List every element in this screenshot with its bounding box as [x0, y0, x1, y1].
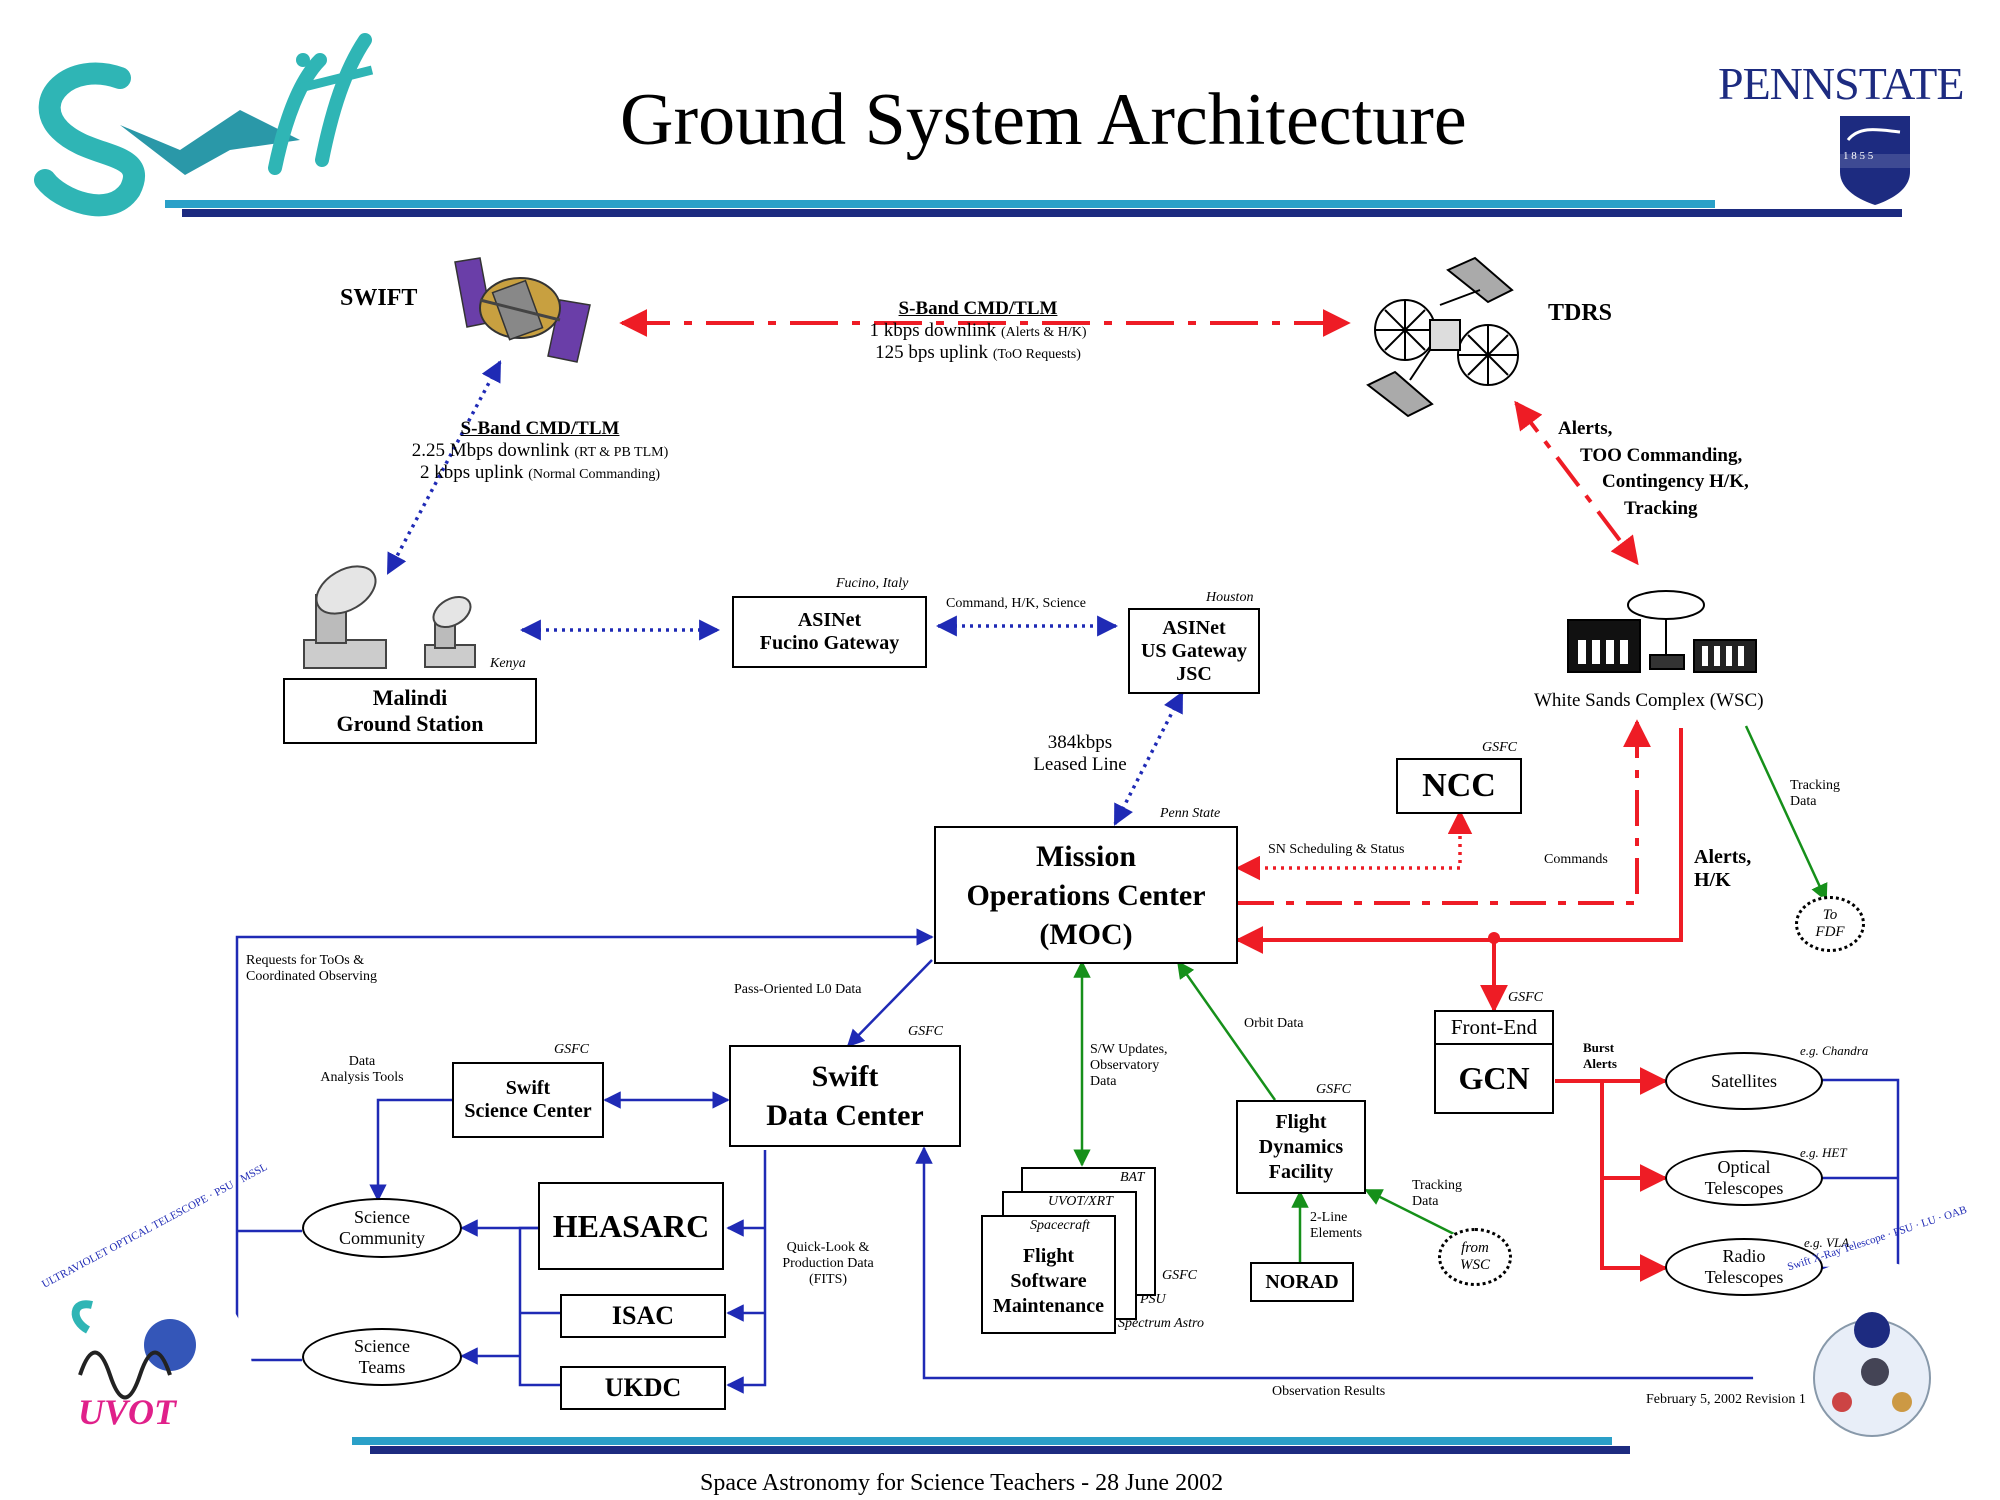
ncc-location: GSFC	[1482, 740, 1517, 755]
tdrs-wsc-label: Alerts, TOO Commanding, Contingency H/K,…	[1558, 418, 1749, 519]
frontend-label: Front-End	[1436, 1012, 1552, 1045]
swift-tdrs-link-label: S-Band CMD/TLM 1 kbps downlink (Alerts &…	[869, 298, 1087, 363]
link-tdrs-wsc	[1514, 400, 1639, 566]
requests-too-label: Requests for ToOs &Coordinated Observing	[246, 953, 378, 985]
link-sdc-archives	[726, 1150, 767, 1394]
link-fromwsc-fdf	[1364, 1188, 1463, 1240]
header-bar-teal	[165, 200, 1715, 208]
pennstate-shield	[1840, 116, 1910, 205]
satellites-node: Satellites	[1665, 1052, 1823, 1110]
revision-label: February 5, 2002 Revision 1	[1646, 1392, 1806, 1407]
gcn-label: GCN	[1458, 1060, 1530, 1096]
fsm-tab-uvotxrt: UVOT/XRT	[1048, 1194, 1113, 1209]
ncc-node: NCC	[1396, 758, 1522, 814]
header-bar-navy	[182, 209, 1902, 217]
orbit-data-label: Orbit Data	[1244, 1016, 1304, 1031]
eg-chandra-location: e.g. Chandra	[1800, 1043, 1869, 1058]
wsc-illustration	[1567, 590, 1757, 673]
fucino-jsc-link-label: Command, H/K, Science	[946, 596, 1086, 611]
fsm-tab-bat: BAT	[1120, 1170, 1145, 1185]
tdrs-label: TDRS	[1548, 300, 1613, 326]
link-wsc-fdf	[1744, 725, 1828, 902]
pass-oriented-label: Pass-Oriented L0 Data	[734, 982, 862, 997]
pennstate-wordmark: PENNSTATE	[1718, 58, 1964, 109]
kenya-location: Kenya	[490, 656, 526, 671]
swift-spacecraft-illustration	[454, 257, 591, 363]
fsm-gsfc-location: GSFC	[1162, 1268, 1197, 1283]
fsm-tab-spacecraft: Spacecraft	[1030, 1218, 1090, 1233]
page-footer: Space Astronomy for Science Teachers - 2…	[700, 1470, 1224, 1496]
fsm-spectrum-location: Spectrum Astro	[1118, 1316, 1204, 1331]
swift-ground-link-label: S-Band CMD/TLM 2.25 Mbps downlink (RT & …	[411, 418, 669, 483]
link-burst-radio	[1600, 1178, 1668, 1282]
heasarc-node: HEASARC	[538, 1182, 724, 1270]
fsm-page-spacecraft	[981, 1215, 1116, 1334]
eg-vla-location: e.g. VLA	[1804, 1235, 1850, 1250]
gcn-location: GSFC	[1508, 990, 1543, 1005]
xrt-logo	[1753, 1260, 1983, 1490]
fsm-psu-location: PSU	[1140, 1292, 1166, 1307]
ukdc-node: UKDC	[560, 1366, 726, 1410]
link-jsc-moc	[1113, 691, 1184, 826]
fdf-location: GSFC	[1316, 1082, 1351, 1097]
pennstate-year: 1 8 5 5	[1843, 150, 1874, 162]
fucino-location: Fucino, Italy	[836, 576, 909, 591]
link-wsc-moc-alerts	[1235, 728, 1683, 954]
link-ncc-moc	[1235, 809, 1473, 881]
alerts-hk-label: Alerts,H/K	[1694, 846, 1752, 891]
junction-dot	[1488, 932, 1500, 944]
footer-bar-teal	[352, 1437, 1612, 1445]
gcn-node: Front-End GCN	[1434, 1010, 1554, 1114]
link-archives-teams	[518, 1226, 560, 1387]
link-ssc-community	[369, 1098, 452, 1202]
observation-results-label: Observation Results	[1272, 1384, 1386, 1399]
malindi-antennas-illustration	[303, 565, 476, 669]
swift-logo	[34, 33, 374, 217]
eg-het-location: e.g. HET	[1800, 1145, 1847, 1160]
ssc-location: GSFC	[554, 1042, 589, 1057]
link-moc-sdc	[846, 959, 933, 1048]
uvot-logo-name: UVOT	[78, 1392, 176, 1432]
isac-node: ISAC	[560, 1294, 726, 1338]
page-title: Ground System Architecture	[620, 79, 1467, 161]
houston-location: Houston	[1206, 590, 1254, 605]
uvot-logo	[28, 1260, 252, 1484]
link-requests-too	[235, 928, 934, 1231]
sn-scheduling-label: SN Scheduling & Status	[1268, 842, 1405, 857]
swift-label: SWIFT	[340, 285, 418, 311]
tdrs-spacecraft-illustration	[1366, 256, 1519, 418]
wsc-label: White Sands Complex (WSC)	[1534, 690, 1764, 711]
footer-bar-navy	[370, 1446, 1630, 1454]
link-burst-optical	[1600, 1081, 1668, 1192]
sdc-location: GSFC	[908, 1024, 943, 1039]
commands-label: Commands	[1544, 852, 1608, 867]
quick-look-label: Quick-Look &Production Data(FITS)	[782, 1240, 874, 1288]
link-fdf-moc	[1176, 960, 1277, 1101]
moc-location: Penn State	[1160, 806, 1221, 821]
norad-node: NORAD	[1250, 1262, 1354, 1302]
